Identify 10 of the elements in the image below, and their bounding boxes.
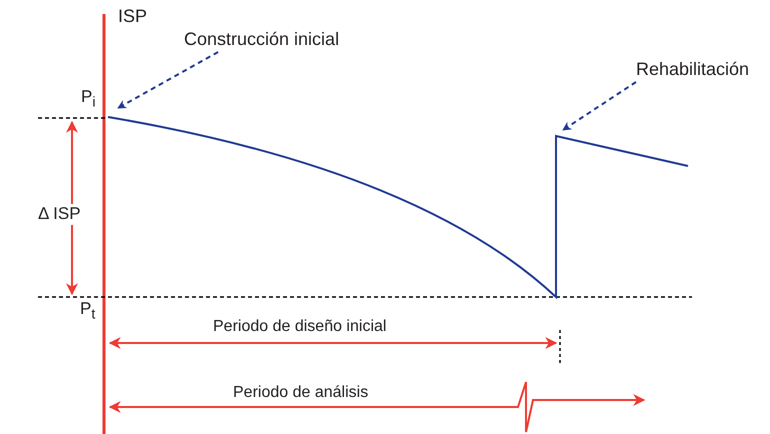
leader-line (117, 51, 219, 109)
dimension-label: Periodo de diseño inicial (213, 318, 386, 336)
axis-title: ISP (118, 7, 148, 27)
axis-value: P$_{t}$ (80, 300, 96, 323)
callout-label: Rehabilitación (636, 60, 750, 80)
dimension-label: Periodo de análisis (233, 384, 368, 402)
leader-line (562, 81, 637, 131)
callout-label: Construcción inicial (184, 30, 340, 50)
difference-label: Δ ISP (38, 204, 81, 225)
axis-value: P$_{i}$ (81, 88, 96, 111)
